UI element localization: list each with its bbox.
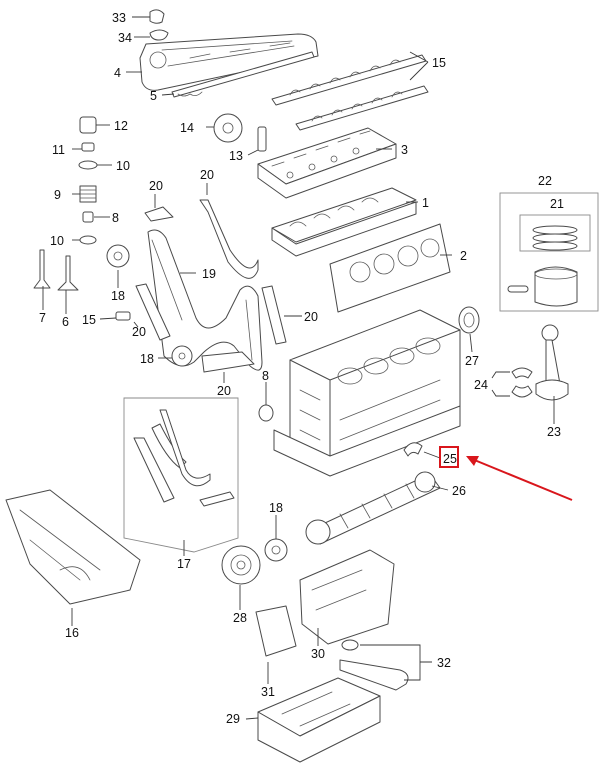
callout-8-b: 8: [262, 369, 269, 383]
part-cap-seal: [149, 29, 169, 41]
callout-20-b: 20: [200, 168, 214, 182]
callout-9: 9: [54, 188, 61, 202]
callout-27: 27: [465, 354, 479, 368]
parts-illustration: [5, 9, 599, 763]
callout-22: 22: [538, 174, 552, 188]
part-oil-pan: [257, 677, 381, 763]
part-crankshaft: [305, 471, 441, 545]
part-oil-baffle: [255, 605, 297, 657]
part-crank-pulley: [221, 545, 261, 585]
part-chain-guides: [135, 199, 287, 373]
part-oil-filler-cap: [149, 9, 165, 24]
callout-1: 1: [422, 196, 429, 210]
part-head-gasket: [329, 223, 451, 313]
callout-15: 15: [432, 56, 446, 70]
callout-23: 23: [547, 425, 561, 439]
callout-2: 2: [460, 249, 467, 263]
part-seal: [258, 404, 274, 422]
callout-26: 26: [452, 484, 466, 498]
callout-29: 29: [226, 712, 240, 726]
leader-lines: [42, 16, 555, 720]
callout-16: 16: [65, 626, 79, 640]
part-bolt: [115, 311, 131, 321]
part-valve-cover-gasket: [171, 51, 315, 98]
callout-18-a: 18: [111, 289, 125, 303]
part-rear-seal: [458, 306, 480, 334]
part-rod-bearings: [511, 367, 533, 398]
callout-20-e: 20: [217, 384, 231, 398]
part-timing-chain: [147, 229, 263, 371]
part-crank-sprocket: [171, 345, 193, 367]
callout-18-c: 18: [269, 501, 283, 515]
callout-28: 28: [233, 611, 247, 625]
callout-20-a: 20: [149, 179, 163, 193]
callout-25: 25: [443, 452, 457, 466]
part-engine-block: [273, 309, 461, 477]
part-connecting-rod: [535, 324, 569, 401]
part-sprocket: [213, 113, 243, 143]
highlight-arrow-head: [466, 456, 479, 466]
callout-10-lower: 10: [50, 234, 64, 248]
callout-4: 4: [114, 66, 121, 80]
part-main-bearing: [403, 442, 423, 457]
callout-7: 7: [39, 311, 46, 325]
highlight-annotation: [439, 446, 573, 501]
callout-12: 12: [114, 119, 128, 133]
callout-13: 13: [229, 149, 243, 163]
callout-30: 30: [311, 647, 325, 661]
callout-31: 31: [261, 685, 275, 699]
callout-10-upper: 10: [116, 159, 130, 173]
part-idler-sprocket: [106, 244, 130, 268]
callout-19: 19: [202, 267, 216, 281]
part-lower-sprocket: [264, 538, 288, 562]
callout-6: 6: [62, 315, 69, 329]
piston-group-frame: [499, 192, 599, 312]
part-camshafts: [271, 54, 429, 131]
callout-5: 5: [150, 89, 157, 103]
callout-18-b: 18: [140, 352, 154, 366]
part-valves: [33, 249, 79, 291]
part-oil-pickup: [339, 639, 409, 691]
part-valve-train-stack: [78, 116, 98, 245]
callout-17: 17: [177, 557, 191, 571]
callout-20-c: 20: [132, 325, 146, 339]
callout-33: 33: [112, 11, 126, 25]
part-cylinder-head: [257, 127, 397, 199]
callout-labels: 33 34 4 5 15 12 14 11 10 13 3 9 20 20 22…: [39, 11, 564, 726]
callout-8: 8: [112, 211, 119, 225]
callout-20-d: 20: [304, 310, 318, 324]
part-timing-cover: [5, 489, 141, 605]
callout-21: 21: [550, 197, 564, 211]
part-chain-tensioner: [257, 126, 267, 152]
callout-11: 11: [52, 143, 65, 157]
part-valve-cover: [139, 33, 319, 91]
callout-3: 3: [401, 143, 408, 157]
part-oil-pump: [299, 549, 395, 645]
callout-32: 32: [437, 656, 451, 670]
highlight-box: [439, 446, 459, 468]
part-guide-set-frame: [123, 397, 239, 553]
callout-34: 34: [118, 31, 132, 45]
callout-24: 24: [474, 378, 488, 392]
callout-14: 14: [180, 121, 194, 135]
part-cylinder-head-lower: [271, 187, 417, 257]
callout-15-bolt: 15: [82, 313, 96, 327]
highlight-arrow-line: [471, 458, 573, 501]
